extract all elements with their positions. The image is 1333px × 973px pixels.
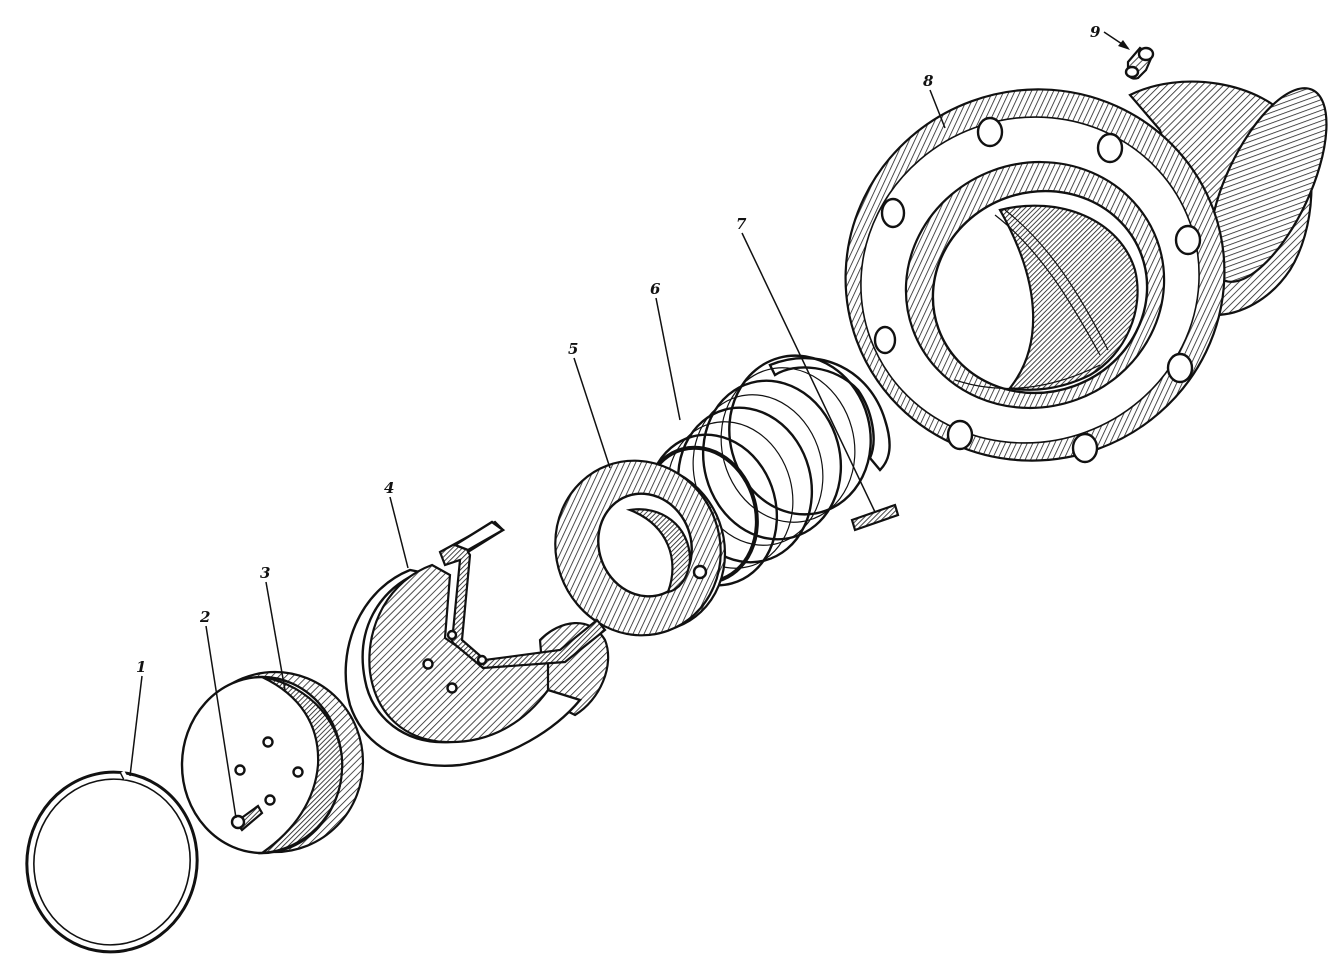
leader-line-7 [741,232,876,513]
bore-bottom-band [954,364,1101,390]
pin-head [230,814,246,830]
ring-gap [119,770,129,781]
ring-outer [25,770,199,954]
ring-gap-edge [119,771,125,781]
stack-ring [720,367,856,523]
leader-line-2 [205,625,237,819]
callout-label-5: 5 [568,340,578,358]
callout-label-3: 3 [260,564,270,582]
bolt-hole [976,116,1004,148]
leader-line-3 [265,581,286,691]
callout-labels: 1 2 3 4 5 6 7 8 9 [136,23,1101,676]
cover-hole [264,794,276,806]
cover-shade [258,675,344,855]
callout-label-8: 8 [923,72,934,90]
bolt-hole [1166,352,1194,384]
callout-label-9: 9 [1090,23,1101,41]
cup-hole [476,654,488,666]
bore-interior-shade [998,204,1139,391]
cover-disc-part [180,670,365,855]
nipple-cap [1124,65,1140,79]
leader-line-6 [655,297,681,421]
bore-sleeve-line-2 [1004,209,1109,351]
leader-line-4 [389,496,409,569]
cover-hole [262,736,274,748]
washer-pin-hole [692,564,708,580]
bolt-hole [880,197,906,229]
cover-hole [234,764,246,776]
callout-label-4: 4 [384,479,394,497]
cup-hole [422,658,434,670]
bolt-holes [873,116,1202,464]
bolt-hole [1096,132,1124,164]
callout-label-6: 6 [650,280,661,298]
cup-hole [446,629,458,641]
washer-bore-shade [625,508,692,594]
grease-nipple-part [1124,46,1155,80]
bolt-hole [873,325,897,355]
bolt-hole [1071,432,1099,464]
cup-top-tab [452,520,506,552]
nipple-head [1137,46,1155,62]
bolt-hole [1174,224,1202,256]
thrust-washer-part [554,459,727,637]
pin-part [230,804,264,832]
flange-housing-part [844,80,1328,464]
stack-ring [728,354,872,516]
cover-hole [292,766,304,778]
cup-hole [446,682,458,694]
ring-inner [33,778,191,946]
callout-label-1: 1 [136,658,146,676]
bolt-hole [946,419,974,451]
cup-cavity [368,563,550,744]
leader-line-1 [129,675,143,777]
split-ring [768,356,891,472]
key-strip-part [768,356,900,532]
callout-label-2: 2 [199,608,210,626]
retaining-ring-part [25,770,199,954]
bore-sleeve-line [994,214,1101,356]
key-bar [850,503,900,532]
leader-line-5 [573,357,611,469]
callout-label-7: 7 [736,215,747,233]
leader-arrow-9 [1118,40,1130,50]
leader-lines [129,31,1130,819]
cutaway-cup-part [344,520,610,767]
leader-line-8 [929,89,946,129]
